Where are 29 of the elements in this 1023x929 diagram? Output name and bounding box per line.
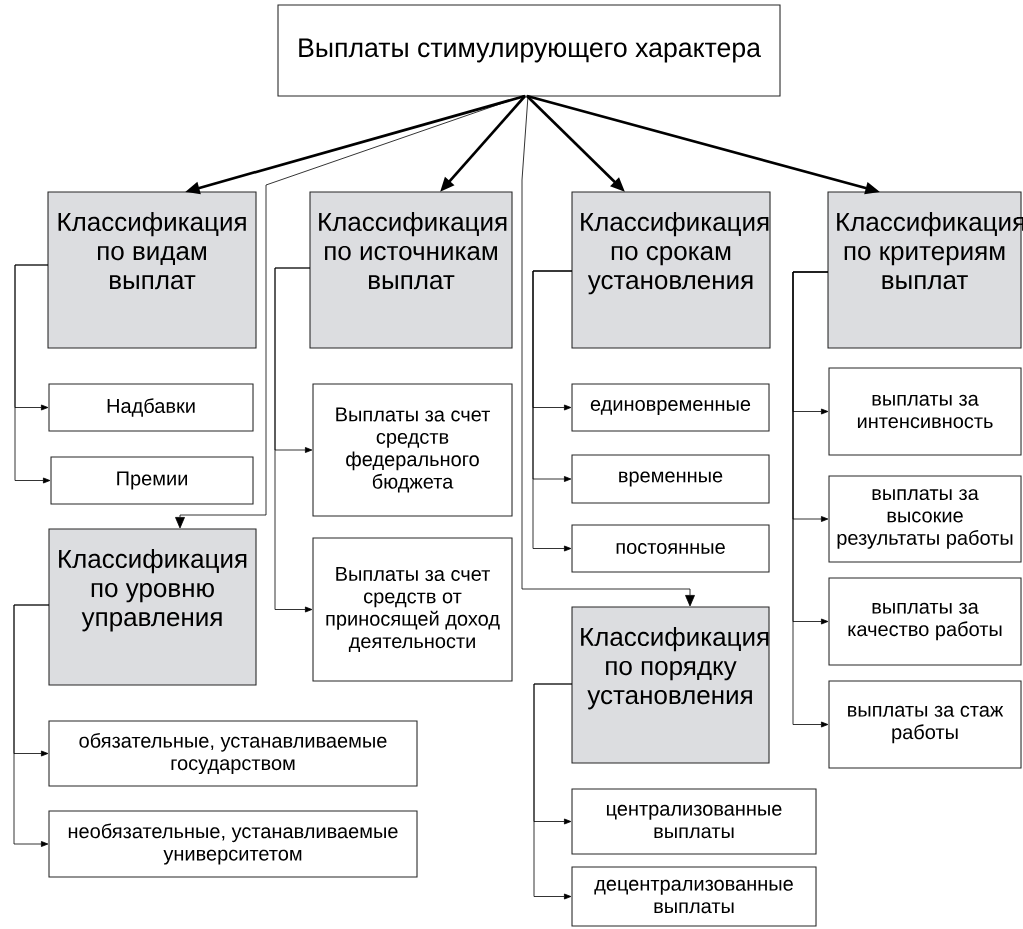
item-box: централизованные выплаты	[571, 788, 817, 855]
item-box: Выплаты за счет средств федерального бюджета	[312, 383, 513, 517]
arrow	[533, 683, 573, 900]
item-box: выплаты за высокие результаты работы	[828, 475, 1022, 563]
category-box: Классификация по порядку установления	[571, 606, 770, 764]
arrow	[175, 95, 524, 529]
arrow	[14, 264, 51, 484]
item-box: необязательные, устанавливаемые университетом	[48, 810, 418, 878]
category-box: Классификация по видам выплат	[47, 191, 257, 349]
item-box: Премии	[50, 456, 254, 505]
item-box: единовременные	[571, 383, 770, 432]
item-box: постоянные	[571, 524, 770, 573]
item-box: Надбавки	[48, 383, 254, 432]
category-box: Классификация по уровню управления	[48, 528, 257, 686]
item-box: выплаты за стаж работы	[828, 680, 1022, 769]
arrow	[792, 271, 829, 728]
arrow	[521, 95, 695, 607]
item-box: выплаты за качество работы	[828, 577, 1022, 666]
item-box: временные	[571, 454, 770, 504]
arrow	[274, 267, 313, 613]
item-box: выплаты за интенсивность	[828, 367, 1022, 456]
category-box: Классификация по срокам установления	[571, 191, 771, 349]
item-box: децентрализованные выплаты	[571, 866, 817, 927]
arrow	[13, 604, 50, 847]
category-box: Классификация по источникам выплат	[309, 191, 513, 349]
arrow	[532, 270, 573, 552]
title-box: Выплаты стимулирующего характера	[277, 4, 781, 97]
item-box: обязательные, устанавливаемые государством	[48, 720, 418, 787]
item-box: Выплаты за счет средств от приносящей доход деятельности	[312, 537, 513, 682]
